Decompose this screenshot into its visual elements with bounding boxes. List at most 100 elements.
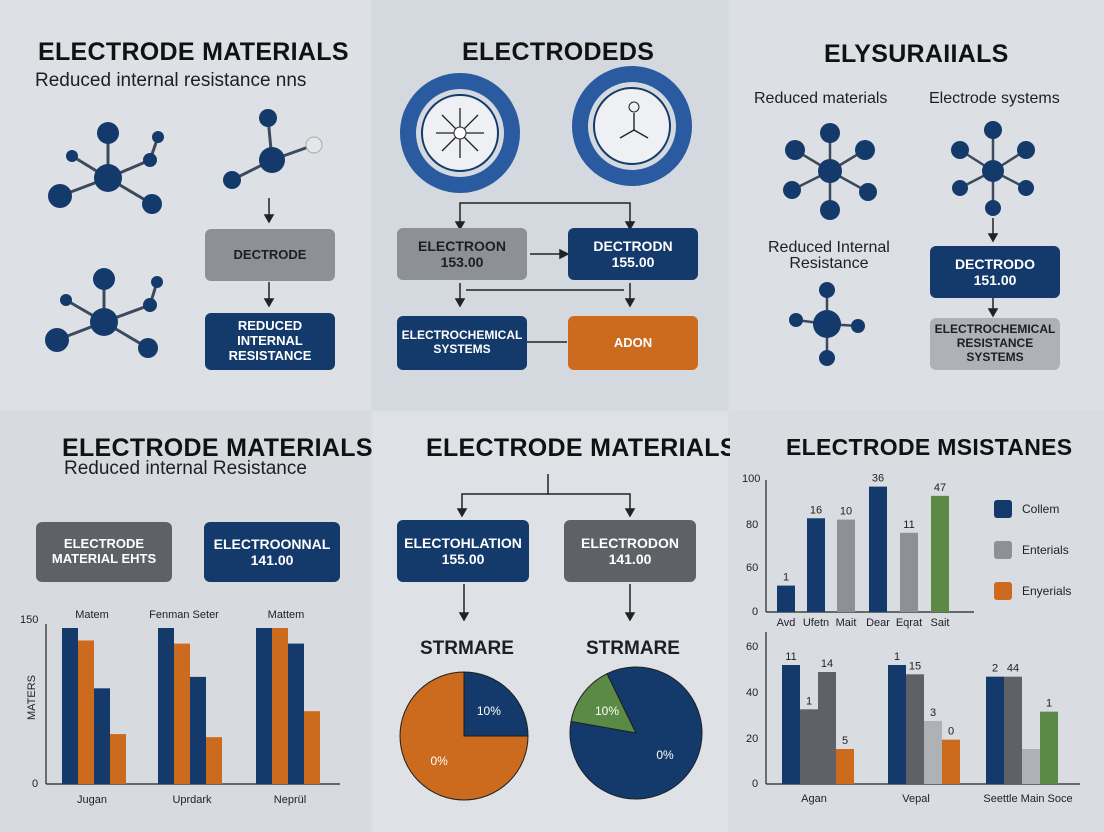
x-tick-label: Sait bbox=[931, 617, 950, 629]
bar bbox=[777, 585, 795, 612]
pie-slice-label: 10% bbox=[477, 704, 501, 718]
pie-slice bbox=[570, 673, 637, 734]
panel-title: ELECTRODE MATERIALS bbox=[62, 434, 373, 462]
electrochemical-resistance-box: ELECTROCHEMICAL RESISTANCE SYSTEMS bbox=[930, 318, 1060, 370]
bar bbox=[807, 518, 825, 612]
panel-electrode-materials-pies: ELECTRODE MATERIALS ELECTOHLATION 155.00… bbox=[372, 412, 736, 832]
label-reduced-internal-resistance: Reduced Internal Resistance bbox=[768, 240, 890, 272]
bar-data-label: 1 bbox=[894, 651, 900, 663]
y-tick-label: 0 bbox=[752, 606, 759, 618]
bar bbox=[888, 665, 906, 784]
box-label-line1: ELECTRODE bbox=[63, 536, 145, 552]
box-value: 141.00 bbox=[608, 551, 652, 567]
y-tick-label: 20 bbox=[746, 733, 759, 745]
bar bbox=[190, 676, 206, 784]
pie-title: STRMARE bbox=[586, 638, 680, 659]
reduced-resistance-box: REDUCED INTERNAL RESISTANCE bbox=[205, 313, 335, 370]
panel-title: ELECTRODE MATERIALS bbox=[426, 434, 737, 462]
legend-label: Enterials bbox=[1022, 543, 1069, 557]
y-axis-label: MATERS bbox=[26, 674, 38, 720]
bar-data-label: 11 bbox=[903, 519, 914, 531]
pie-slice-label: 0% bbox=[430, 754, 448, 768]
box-label-line1: DECTRODN bbox=[593, 237, 673, 254]
bar-data-label: 36 bbox=[872, 473, 884, 485]
bar bbox=[900, 532, 918, 612]
bar bbox=[158, 628, 174, 784]
bar-data-label: 2 bbox=[992, 663, 998, 675]
bar-data-label: 10 bbox=[840, 506, 852, 518]
bar bbox=[1022, 749, 1040, 784]
cycle-arrows-icon bbox=[400, 73, 520, 193]
dectrode-box: DECTRODE bbox=[205, 229, 335, 281]
bar bbox=[272, 628, 288, 784]
bar bbox=[304, 711, 320, 784]
panel-title: ELYSURAIIALS bbox=[824, 40, 1009, 68]
bar bbox=[174, 643, 190, 784]
y-tick-label: 80 bbox=[746, 519, 759, 531]
box-label-line1: ELECTROONNAL bbox=[213, 535, 331, 552]
bar bbox=[800, 709, 818, 784]
bar bbox=[869, 486, 887, 612]
panel-elysuraiials: ELYSURAIIALS Reduced materials Electrode… bbox=[730, 0, 1104, 410]
grouped-bar-chart bbox=[45, 624, 340, 785]
x-tick-label: Ufetn bbox=[803, 617, 829, 629]
pie-slice bbox=[569, 666, 703, 800]
x-tick-label: Neprül bbox=[273, 794, 307, 806]
box-label-line2: RESISTANCE bbox=[956, 336, 1034, 351]
box-label-line3: SYSTEMS bbox=[966, 349, 1024, 364]
bar-data-label: 1 bbox=[1046, 698, 1052, 710]
box-label-line1: ELECTROCHEMICAL bbox=[401, 328, 523, 343]
cycle-diagram bbox=[400, 66, 692, 343]
pie-slice-label: 10% bbox=[595, 704, 619, 718]
dectrodo-box: DECTRODO 151.00 bbox=[930, 246, 1060, 298]
electrochemical-systems-box: ELECTROCHEMICAL SYSTEMS bbox=[397, 316, 527, 370]
adon-box: ADON bbox=[568, 316, 698, 370]
group-label: Matem bbox=[75, 609, 109, 621]
y-tick-label: 0 bbox=[752, 778, 759, 790]
legend-swatch bbox=[994, 500, 1012, 518]
y-tick-label: 40 bbox=[746, 687, 759, 699]
bar bbox=[110, 734, 126, 784]
y-tick-label: 0 bbox=[32, 778, 39, 790]
bar bbox=[206, 737, 222, 784]
legend-swatch bbox=[994, 582, 1012, 600]
x-tick-label: Uprdark bbox=[172, 794, 212, 806]
panel-electrode-materials-molecules: ELECTRODE MATERIALS Reduced internal res… bbox=[0, 0, 370, 410]
bar-data-label: 47 bbox=[934, 482, 946, 494]
bar bbox=[931, 495, 949, 612]
x-tick-label: Avd bbox=[777, 617, 796, 629]
bar-data-label: 15 bbox=[909, 660, 921, 672]
bar-data-label: 3 bbox=[930, 707, 936, 719]
box-value: 155.00 bbox=[611, 254, 655, 270]
bar bbox=[1040, 711, 1058, 784]
pie-slice bbox=[463, 671, 529, 737]
group-label: Mattem bbox=[267, 609, 305, 621]
bar bbox=[288, 643, 304, 784]
box-value: 141.00 bbox=[250, 552, 294, 568]
bar bbox=[94, 688, 110, 784]
bar bbox=[78, 640, 94, 784]
box-label-line1: DECTRODO bbox=[954, 255, 1036, 272]
panel-title: ELECTRODE MATERIALS bbox=[38, 38, 349, 66]
bar-chart-top: 1Avd16Ufetn10Mait36Dear11Eqrat47Sait1111… bbox=[765, 473, 1080, 805]
bar bbox=[906, 674, 924, 784]
bar-data-label: 14 bbox=[821, 658, 833, 670]
pie-slice-label: 0% bbox=[656, 748, 674, 762]
bar-data-label: 1 bbox=[806, 695, 812, 707]
electrode-material-box: ELECTRODE MATERIAL EHTS bbox=[36, 522, 172, 582]
bar bbox=[1004, 676, 1022, 784]
bar bbox=[924, 721, 942, 784]
x-tick-label: Vepal bbox=[902, 793, 930, 805]
box-label-line2: SYSTEMS bbox=[433, 342, 491, 356]
y-tick-label: 60 bbox=[746, 641, 759, 653]
box-value: 155.00 bbox=[441, 551, 485, 567]
flow-connectors bbox=[456, 474, 636, 622]
box-value: 151.00 bbox=[973, 272, 1017, 288]
bar bbox=[782, 665, 800, 784]
box-label-line1: ELECTROON bbox=[418, 237, 506, 254]
electohlation-box: ELECTOHLATION 155.00 bbox=[397, 520, 529, 582]
dectrodn-box: DECTRODN 155.00 bbox=[568, 228, 698, 280]
bar-data-label: 0 bbox=[948, 726, 954, 738]
x-tick-label: Dear bbox=[866, 617, 890, 629]
box-value: 153.00 bbox=[440, 254, 484, 270]
